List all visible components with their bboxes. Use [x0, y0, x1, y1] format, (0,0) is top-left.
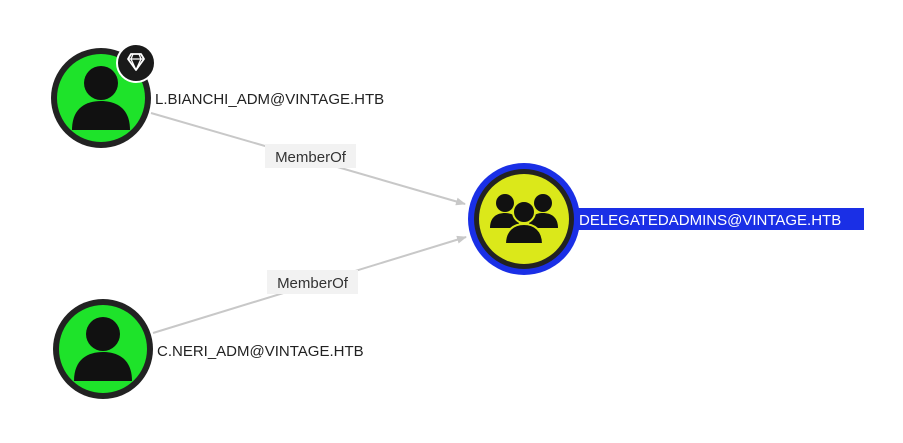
node-label: DELEGATEDADMINS@VINTAGE.HTB — [579, 212, 841, 229]
node-delegatedadmins[interactable]: DELEGATEDADMINS@VINTAGE.HTB — [468, 163, 864, 275]
group-icon — [490, 194, 558, 245]
node-c-neri-adm[interactable]: C.NERI_ADM@VINTAGE.HTB — [53, 299, 364, 399]
edge-label: MemberOf — [275, 149, 347, 166]
node-label: L.BIANCHI_ADM@VINTAGE.HTB — [155, 91, 384, 108]
node-label-highlight — [576, 208, 864, 230]
user-icon — [74, 317, 132, 381]
edge-label: MemberOf — [277, 275, 349, 292]
diamond-icon — [116, 43, 156, 83]
edge-label-bg — [265, 144, 356, 168]
edge-memberof-neri[interactable]: MemberOf — [152, 235, 467, 334]
user-icon — [72, 66, 130, 130]
node-l-bianchi-adm[interactable]: L.BIANCHI_ADM@VINTAGE.HTB — [51, 43, 384, 148]
edge-label-bg — [267, 270, 358, 294]
edge-memberof-bianchi[interactable]: MemberOf — [150, 112, 466, 206]
node-label: C.NERI_ADM@VINTAGE.HTB — [157, 343, 364, 360]
